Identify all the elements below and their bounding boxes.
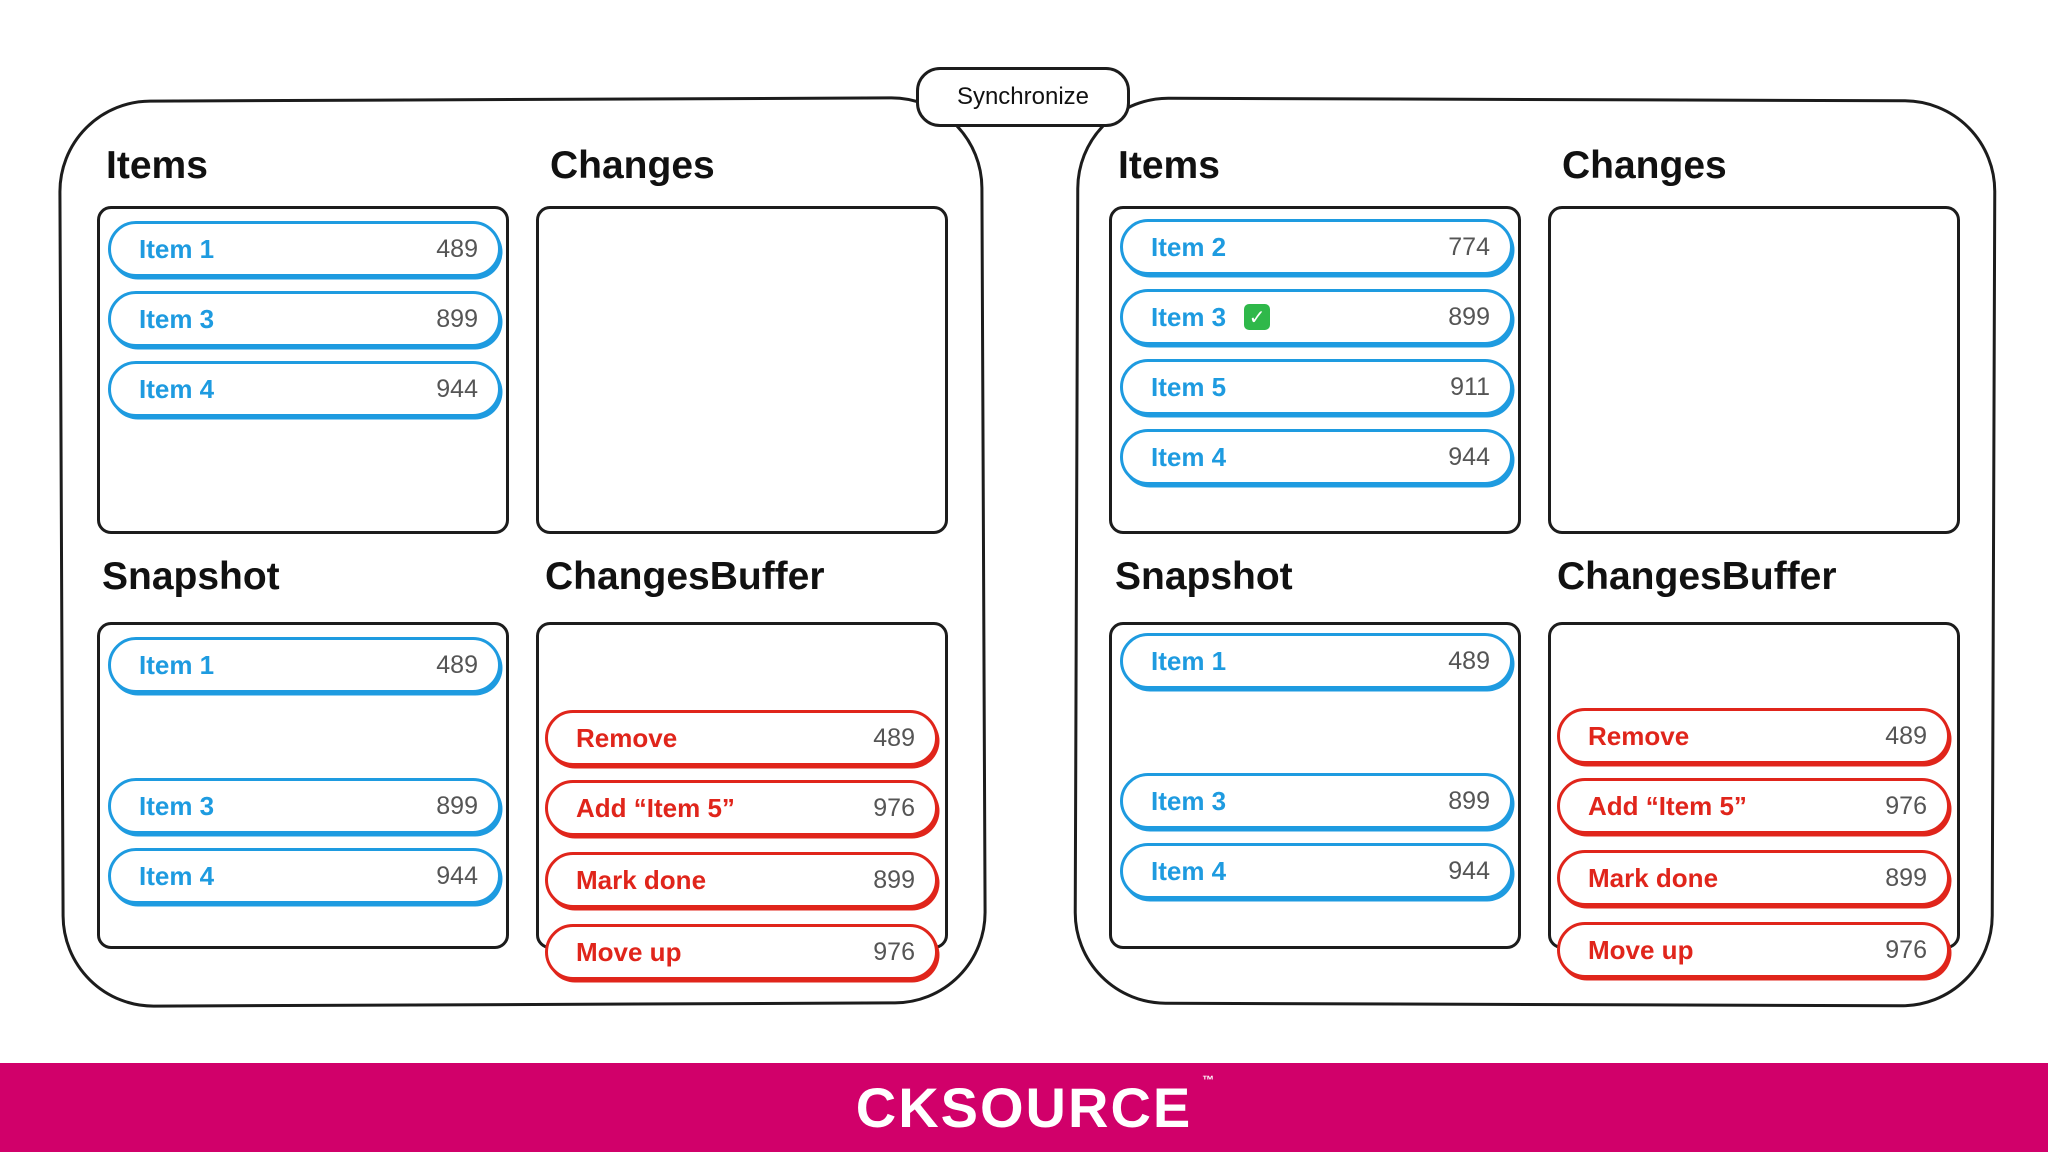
item-label: Item 3	[1151, 785, 1227, 816]
item-value: 944	[436, 861, 478, 890]
item-value: 489	[436, 234, 478, 263]
left-snapshot-box: Item 1 489 Item 3 899 Item 4 944	[97, 622, 509, 949]
list-item[interactable]: Item 3 899	[1120, 773, 1513, 829]
item-value: 774	[1448, 232, 1490, 261]
change-label: Remove	[576, 722, 678, 753]
change-item[interactable]: Remove 489	[545, 710, 938, 766]
item-value: 944	[436, 374, 478, 403]
item-value: 944	[1448, 856, 1490, 885]
change-label: Mark done	[1588, 862, 1719, 893]
change-item[interactable]: Add “Item 5” 976	[1557, 778, 1950, 834]
item-value: 899	[1448, 302, 1490, 331]
item-value: 899	[436, 304, 478, 333]
list-item[interactable]: Item 4 944	[108, 848, 501, 904]
item-value: 899	[436, 791, 478, 820]
right-snapshot-title: Snapshot	[1115, 555, 1293, 598]
change-item[interactable]: Mark done 899	[1557, 850, 1950, 906]
list-item[interactable]: Item 3 ✓ 899	[1120, 289, 1513, 345]
footer-bar: CKSOURCE ™	[0, 1063, 2048, 1152]
item-label: Item 1	[1151, 645, 1227, 676]
list-item[interactable]: Item 3 899	[108, 778, 501, 834]
change-label: Add “Item 5”	[576, 792, 735, 823]
left-changes-box	[536, 206, 948, 534]
item-label: Item 1	[139, 649, 215, 680]
item-value: 944	[1448, 442, 1490, 471]
item-label: Item 4	[139, 373, 215, 404]
change-item[interactable]: Mark done 899	[545, 852, 938, 908]
logo-text: CKSOURCE	[855, 1076, 1193, 1139]
item-label: Item 3	[1151, 301, 1227, 332]
item-value: 911	[1450, 372, 1490, 401]
change-value: 976	[1885, 791, 1927, 820]
list-item[interactable]: Item 1 489	[1120, 633, 1513, 689]
item-label: Item 4	[1151, 855, 1227, 886]
change-value: 489	[873, 723, 915, 752]
left-snapshot-title: Snapshot	[102, 555, 280, 598]
change-value: 976	[873, 793, 915, 822]
right-buffer-title: ChangesBuffer	[1557, 555, 1837, 598]
change-value: 976	[873, 937, 915, 966]
change-item[interactable]: Move up 976	[1557, 922, 1950, 978]
right-changes-box	[1548, 206, 1960, 534]
change-item[interactable]: Move up 976	[545, 924, 938, 980]
list-item[interactable]: Item 1 489	[108, 221, 501, 277]
change-value: 899	[1885, 863, 1927, 892]
list-item[interactable]: Item 4 944	[1120, 429, 1513, 485]
item-value: 489	[1448, 646, 1490, 675]
list-item[interactable]: Item 2 774	[1120, 219, 1513, 275]
change-label: Add “Item 5”	[1588, 790, 1747, 821]
item-value: 489	[436, 650, 478, 679]
change-value: 899	[873, 865, 915, 894]
right-changes-title: Changes	[1562, 144, 1727, 187]
item-label: Item 1	[139, 233, 215, 264]
cksource-logo[interactable]: CKSOURCE ™	[855, 1073, 1214, 1140]
change-value: 489	[1885, 721, 1927, 750]
trademark-mark: ™	[1202, 1073, 1215, 1087]
checkmark-icon: ✓	[1244, 304, 1271, 330]
item-label: Item 4	[1151, 441, 1227, 472]
right-snapshot-box: Item 1 489 Item 3 899 Item 4 944	[1109, 622, 1521, 949]
list-item[interactable]: Item 3 899	[108, 291, 501, 347]
change-label: Move up	[576, 936, 682, 967]
left-buffer-title: ChangesBuffer	[545, 555, 825, 598]
right-items-title: Items	[1118, 144, 1220, 187]
item-label: Item 4	[139, 860, 215, 891]
item-label: Item 5	[1151, 371, 1227, 402]
change-item[interactable]: Remove 489	[1557, 708, 1950, 764]
list-item[interactable]: Item 4 944	[1120, 843, 1513, 899]
left-items-title: Items	[106, 144, 208, 187]
change-value: 976	[1885, 935, 1927, 964]
change-label: Mark done	[576, 864, 707, 895]
right-items-box: Item 2 774 Item 3 ✓ 899 Item 5 911 Item …	[1109, 206, 1521, 534]
left-changes-title: Changes	[550, 144, 715, 187]
list-item[interactable]: Item 4 944	[108, 361, 501, 417]
change-label: Move up	[1588, 934, 1694, 965]
item-label: Item 3	[139, 790, 215, 821]
item-value: 899	[1448, 786, 1490, 815]
item-label-wrap: Item 3 ✓	[1151, 301, 1271, 333]
change-item[interactable]: Add “Item 5” 976	[545, 780, 938, 836]
item-label: Item 2	[1151, 231, 1227, 262]
list-item[interactable]: Item 5 911	[1120, 359, 1513, 415]
change-label: Remove	[1588, 720, 1690, 751]
left-items-box: Item 1 489 Item 3 899 Item 4 944	[97, 206, 509, 534]
synchronize-button[interactable]: Synchronize	[916, 67, 1130, 127]
list-item[interactable]: Item 1 489	[108, 637, 501, 693]
item-label: Item 3	[139, 303, 215, 334]
